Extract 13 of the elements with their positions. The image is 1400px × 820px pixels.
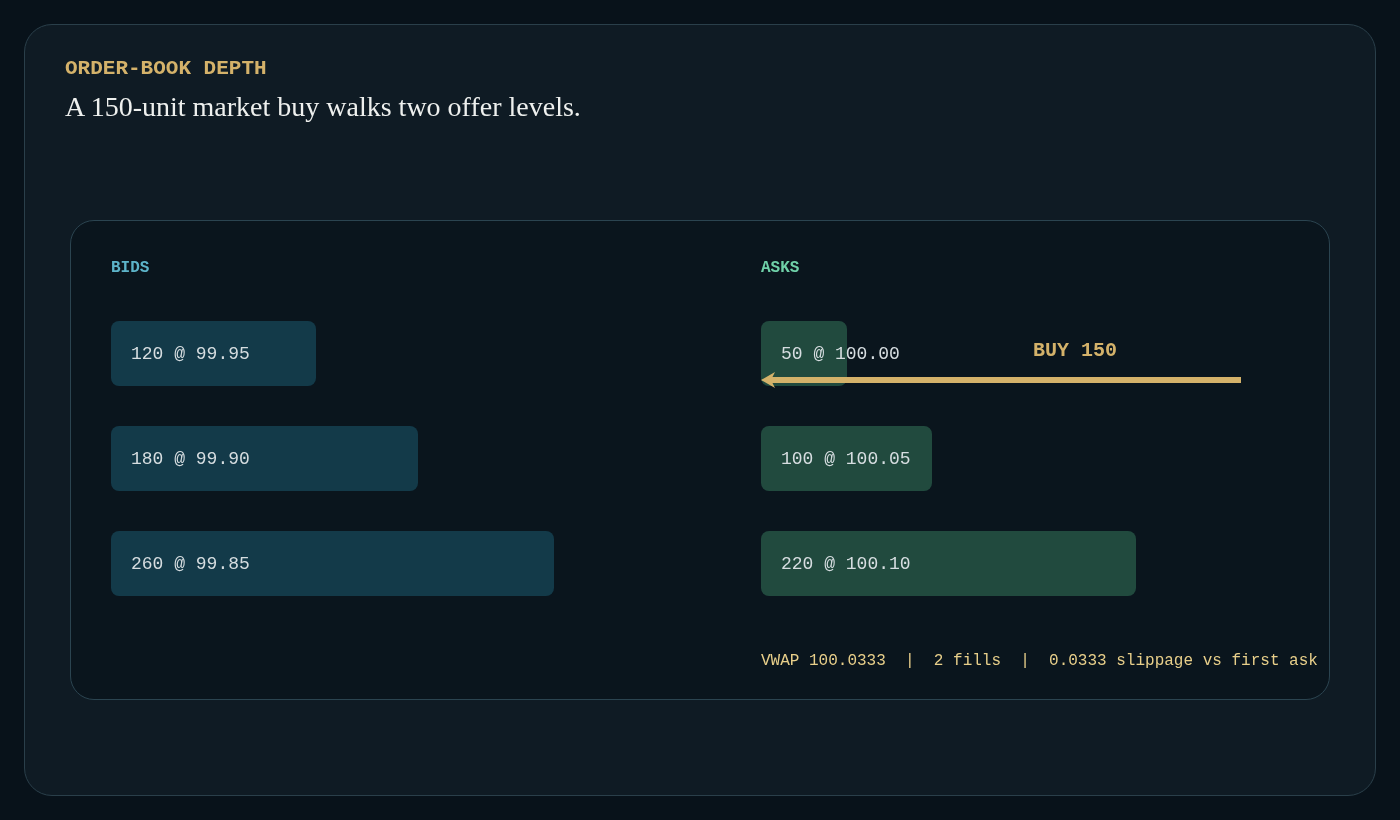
- arrow: [761, 372, 1241, 388]
- order-book-panel: [70, 220, 1330, 700]
- subtitle-text: A 150-unit market buy walks two offer levels.: [65, 90, 581, 124]
- price-level-text: 260 @ 99.85: [130, 552, 251, 576]
- price-level-text: 180 @ 99.90: [130, 447, 251, 471]
- summary-text: VWAP 100.0333 | 2 fills | 0.0333 slippage vs first ask: [761, 651, 1318, 672]
- price-level-text: 100 @ 100.05: [780, 447, 912, 471]
- asks-heading: ASKS: [761, 258, 800, 279]
- price-level-text: 50 @ 100.00: [780, 342, 901, 366]
- price-level-text: 120 @ 99.95: [130, 342, 251, 366]
- bids-heading: BIDS: [111, 258, 150, 279]
- price-level-text: 220 @ 100.10: [780, 552, 912, 576]
- title-text: ORDER-BOOK DEPTH: [65, 56, 267, 82]
